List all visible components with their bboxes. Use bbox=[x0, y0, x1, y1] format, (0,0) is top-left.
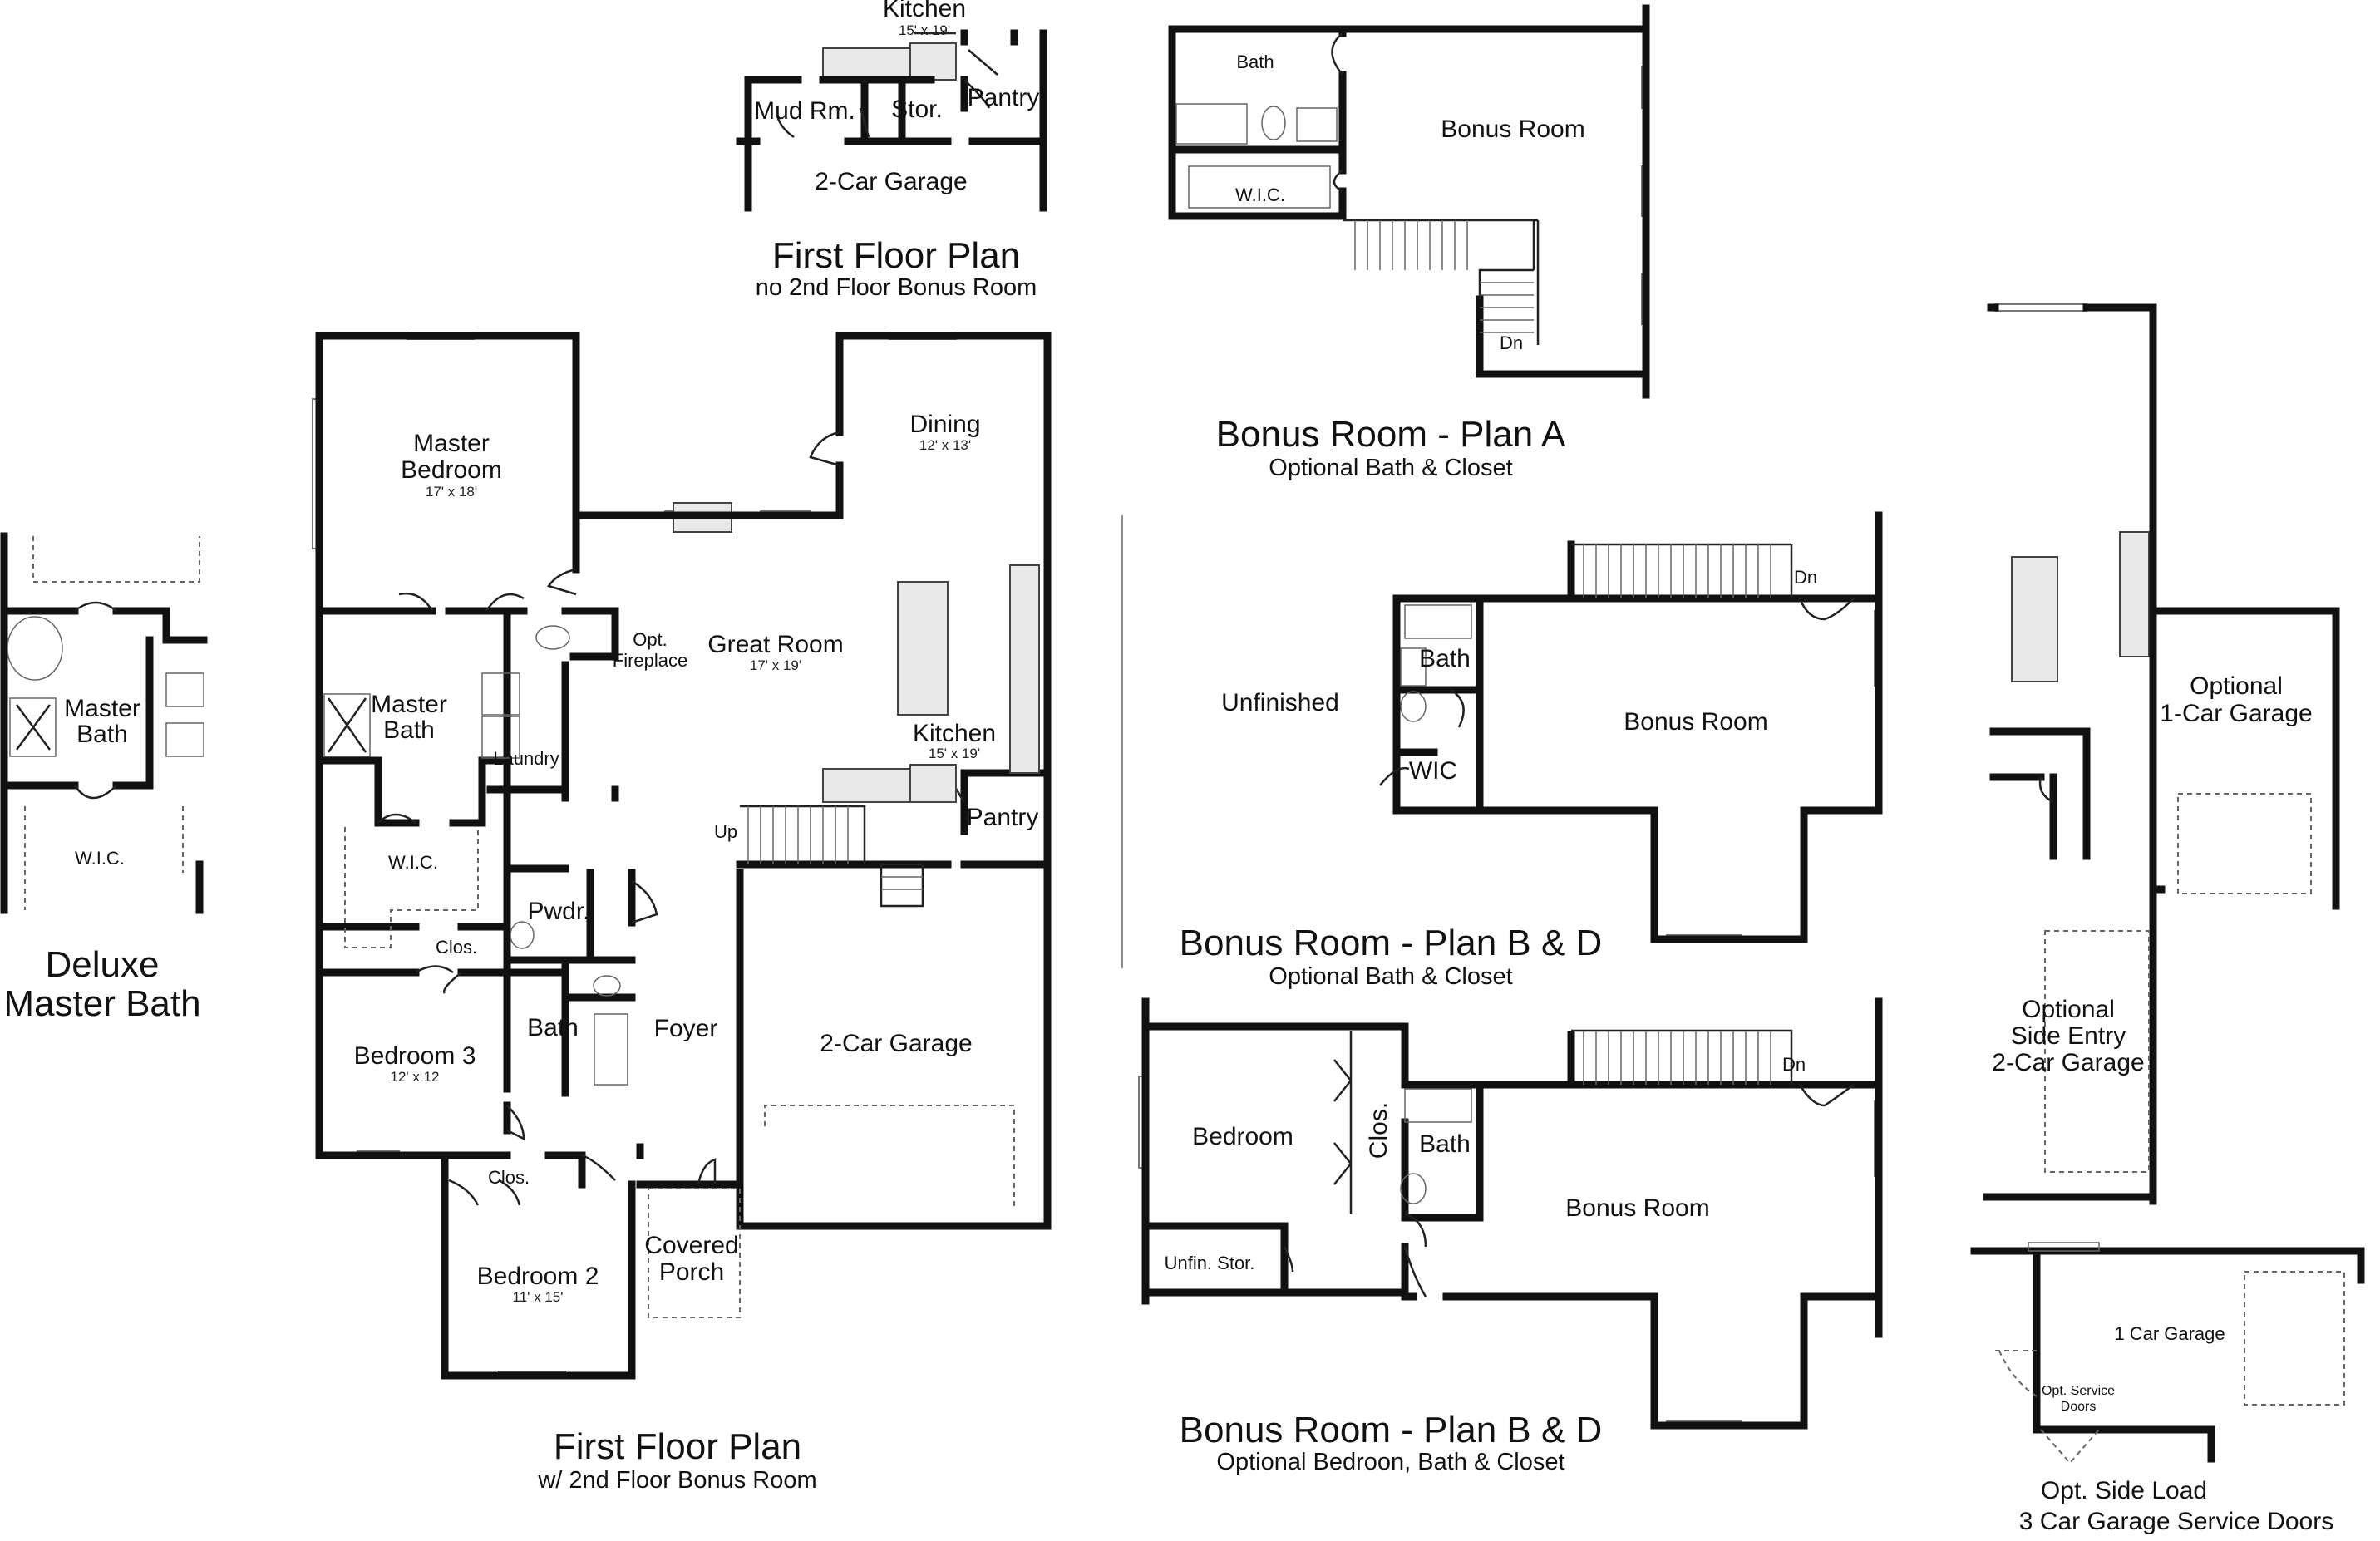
bonus-room-label: Bonus Room bbox=[1441, 116, 1584, 143]
plan-subtitle: Optional Bath & Closet bbox=[1269, 963, 1512, 990]
service-doors-label: Opt. Service bbox=[2042, 1384, 2115, 1398]
storage-label: Stor. bbox=[891, 96, 943, 123]
one-car-garage-label: 1 Car Garage bbox=[2114, 1323, 2225, 1344]
bath-label: Bath bbox=[527, 1014, 579, 1041]
bonus-room-plan-bd-2: Bedroom Clos. Bath Bonus Room Unfin. Sto… bbox=[1138, 997, 1883, 1475]
wic-label: W.I.C. bbox=[388, 852, 438, 873]
plan-title: First Floor Plan bbox=[772, 235, 1020, 276]
plan-subtitle: w/ 2nd Floor Bonus Room bbox=[537, 1467, 816, 1494]
master-bath-label-2: Bath bbox=[383, 716, 435, 744]
optional-1-car-garage-label: Optional bbox=[2190, 672, 2283, 700]
first-floor-no-bonus-plan: Kitchen 15' x 19' Mud Rm. Stor. Pantry 2… bbox=[736, 0, 1047, 301]
closet-label: Clos. bbox=[436, 937, 477, 958]
bedroom-2-label: Bedroom 2 bbox=[477, 1263, 599, 1290]
plan-subtitle: Optional Bedroon, Bath & Closet bbox=[1216, 1449, 1564, 1475]
optional-1-car-garage-label-2: 1-Car Garage bbox=[2160, 700, 2312, 727]
garage-options-plan: Optional 1-Car Garage Optional Side Entr… bbox=[1983, 303, 2340, 1205]
plan-title: Bonus Room - Plan B & D bbox=[1180, 923, 1603, 963]
bath-label: Bath bbox=[1419, 1130, 1471, 1158]
fireplace-label-2: Fireplace bbox=[613, 650, 687, 671]
plan-title: Bonus Room - Plan B & D bbox=[1180, 1410, 1603, 1450]
plan-title: Opt. Side Load bbox=[2041, 1477, 2207, 1504]
covered-porch-label-2: Porch bbox=[659, 1258, 724, 1286]
down-label: Dn bbox=[1782, 1054, 1806, 1075]
bedroom-3-dimensions: 12' x 12 bbox=[390, 1069, 439, 1085]
laundry-label: Laundry bbox=[493, 748, 559, 769]
garage-label: 2-Car Garage bbox=[820, 1030, 972, 1057]
master-bath-label: Master bbox=[64, 695, 140, 722]
service-doors-label-2: Doors bbox=[2061, 1400, 2097, 1414]
bath-label: Bath bbox=[1236, 52, 1274, 72]
plan-title: Deluxe bbox=[46, 944, 160, 985]
down-label: Dn bbox=[1794, 567, 1817, 588]
foyer-label: Foyer bbox=[654, 1015, 718, 1042]
master-bath-label-2: Bath bbox=[76, 721, 128, 748]
closet-label: Clos. bbox=[1365, 1102, 1392, 1159]
plan-title-2: 3 Car Garage Service Doors bbox=[2019, 1508, 2334, 1535]
master-bedroom-label-2: Bedroom bbox=[401, 456, 502, 484]
plan-title: First Floor Plan bbox=[554, 1426, 801, 1467]
mud-room-label: Mud Rm. bbox=[754, 97, 855, 125]
bonus-room-label: Bonus Room bbox=[1565, 1194, 1709, 1222]
pantry-label: Pantry bbox=[968, 84, 1040, 111]
fireplace-label: Opt. bbox=[633, 629, 668, 650]
optional-side-entry-label: Optional bbox=[2022, 996, 2115, 1023]
stairs-up-label: Up bbox=[714, 821, 737, 842]
master-bedroom-dimensions: 17' x 18' bbox=[426, 484, 477, 500]
bonus-room-plan-bd-1: Unfinished Bath Bonus Room WIC Dn Bonus … bbox=[1121, 511, 1883, 990]
deluxe-master-bath-plan: Master Bath W.I.C. Deluxe Master Bath bbox=[0, 532, 208, 1024]
covered-porch-label: Covered bbox=[644, 1232, 738, 1259]
first-floor-with-bonus-plan: Master Bedroom 17' x 18' Dining 12' x 13… bbox=[312, 332, 1052, 1494]
optional-side-entry-label-3: 2-Car Garage bbox=[1992, 1049, 2144, 1076]
wic-label: W.I.C. bbox=[1235, 185, 1285, 205]
wic-label: W.I.C. bbox=[75, 848, 125, 869]
kitchen-label: Kitchen bbox=[913, 720, 996, 747]
optional-side-entry-label-2: Side Entry bbox=[2011, 1022, 2126, 1050]
bedroom-2-dimensions: 11' x 15' bbox=[513, 1289, 564, 1305]
plan-title-2: Master Bath bbox=[3, 983, 200, 1024]
plan-subtitle: no 2nd Floor Bonus Room bbox=[756, 274, 1037, 301]
great-room-dimensions: 17' x 19' bbox=[750, 657, 801, 673]
bedroom-label: Bedroom bbox=[1192, 1123, 1293, 1150]
wic-label: WIC bbox=[1409, 757, 1457, 785]
great-room-label: Great Room bbox=[707, 631, 843, 658]
kitchen-dimensions: 15' x 19' bbox=[899, 22, 950, 38]
bonus-room-plan-a: Bath Bonus Room W.I.C. Dn Bonus Room - P… bbox=[1168, 4, 1650, 481]
dining-label: Dining bbox=[909, 411, 980, 438]
side-load-service-doors-plan: 1 Car Garage Opt. Service Doors Opt. Sid… bbox=[1970, 1242, 2365, 1535]
garage-label: 2-Car Garage bbox=[815, 168, 967, 195]
bath-label: Bath bbox=[1419, 645, 1471, 672]
dining-dimensions: 12' x 13' bbox=[919, 437, 971, 453]
plan-subtitle: Optional Bath & Closet bbox=[1269, 455, 1512, 481]
kitchen-dimensions: 15' x 19' bbox=[929, 746, 980, 761]
bedroom-3-label: Bedroom 3 bbox=[354, 1042, 476, 1070]
closet-2-label: Clos. bbox=[488, 1167, 530, 1188]
kitchen-label: Kitchen bbox=[883, 0, 966, 22]
pantry-label: Pantry bbox=[967, 804, 1039, 831]
down-label: Dn bbox=[1500, 332, 1523, 353]
plan-title: Bonus Room - Plan A bbox=[1216, 414, 1566, 455]
powder-room-label: Pwdr. bbox=[527, 898, 589, 925]
unfinished-label: Unfinished bbox=[1221, 689, 1339, 716]
master-bath-label: Master bbox=[371, 691, 447, 718]
master-bedroom-label: Master bbox=[413, 430, 490, 457]
bonus-room-label: Bonus Room bbox=[1624, 708, 1767, 736]
unfinished-storage-label: Unfin. Stor. bbox=[1165, 1253, 1255, 1273]
